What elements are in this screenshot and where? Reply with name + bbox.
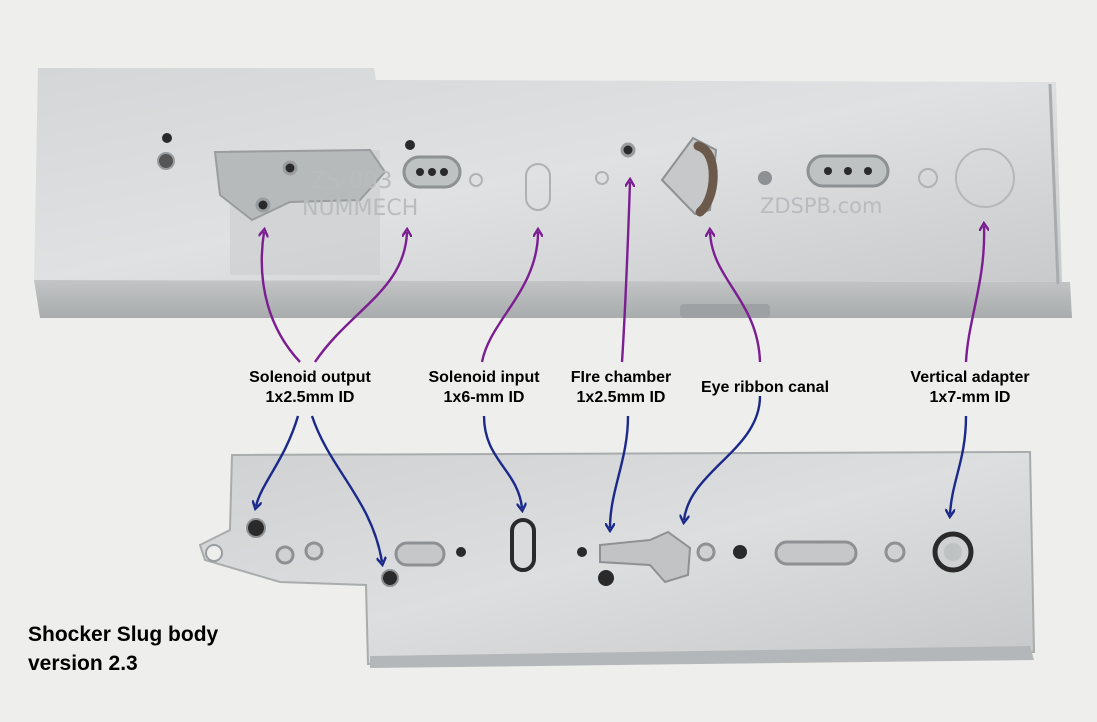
arrow-eye-ribbon-b [684,395,762,520]
arrow-solenoid-input-b [482,415,522,508]
hole [381,569,399,587]
label-line: Vertical adapter [910,369,1030,386]
label-eye-ribbon-canal: Eye ribbon canal [690,378,840,398]
hole [162,133,172,143]
hole [304,541,324,561]
slot [525,163,551,211]
label-fire-chamber: FIre chamber 1x2.5mm ID [546,368,696,408]
top-block-side-face [34,280,1072,318]
caption: Shocker Slug body version 2.3 [28,620,218,678]
top-block-face [34,68,1062,282]
slot [394,541,446,567]
label-line: 1x2.5mm ID [576,389,666,406]
label-line: 1x7-mm ID [929,389,1011,406]
arrow-solenoid-input [480,232,538,363]
arrow-solenoid-output-1 [262,232,301,363]
hole [282,160,298,176]
hole [255,197,271,213]
arrow-vertical-adapter [964,226,984,363]
caption-title: Shocker Slug body [28,623,219,646]
caption-version: version 2.3 [28,652,138,675]
hole [275,545,295,565]
slot [510,518,536,572]
arrow-vertical-adapter-b [950,415,968,514]
arrow-fire-chamber-b [610,415,630,528]
engraving-part-number: ZS-003 [310,168,393,194]
label-vertical-adapter: Vertical adapter 1x7-mm ID [880,368,1060,408]
engraving-website: ZDSPB.com [760,194,882,218]
slot [774,540,858,566]
top-block: ZS-003 NUMMECH ZDSPB.com [34,68,1072,318]
label-line: 1x2.5mm ID [265,389,355,406]
hole [620,142,636,158]
arrow-solenoid-output-2 [314,232,407,363]
arrows-to-bottom-plate [256,395,968,562]
arrows-to-top-block [262,182,984,363]
label-line: FIre chamber [570,369,672,386]
bottom-plate [198,450,1036,668]
label-line: Solenoid input [428,369,540,386]
arrow-eye-ribbon [710,232,762,363]
hole [246,518,266,538]
fire-chamber-pocket [599,530,692,584]
label-solenoid-input: Solenoid input 1x6-mm ID [396,368,572,408]
engraving-maker: NUMMECH [302,196,418,221]
label-line: 1x6-mm ID [443,389,525,406]
arrow-fire-chamber [620,182,630,363]
arrow-solenoid-output-b [310,415,382,562]
label-line: Eye ribbon canal [700,379,830,396]
label-solenoid-output: Solenoid output 1x2.5mm ID [210,368,410,408]
label-line: Solenoid output [249,369,371,386]
hole [157,152,175,170]
arrow-solenoid-output-a [256,415,300,506]
hole [405,140,415,150]
